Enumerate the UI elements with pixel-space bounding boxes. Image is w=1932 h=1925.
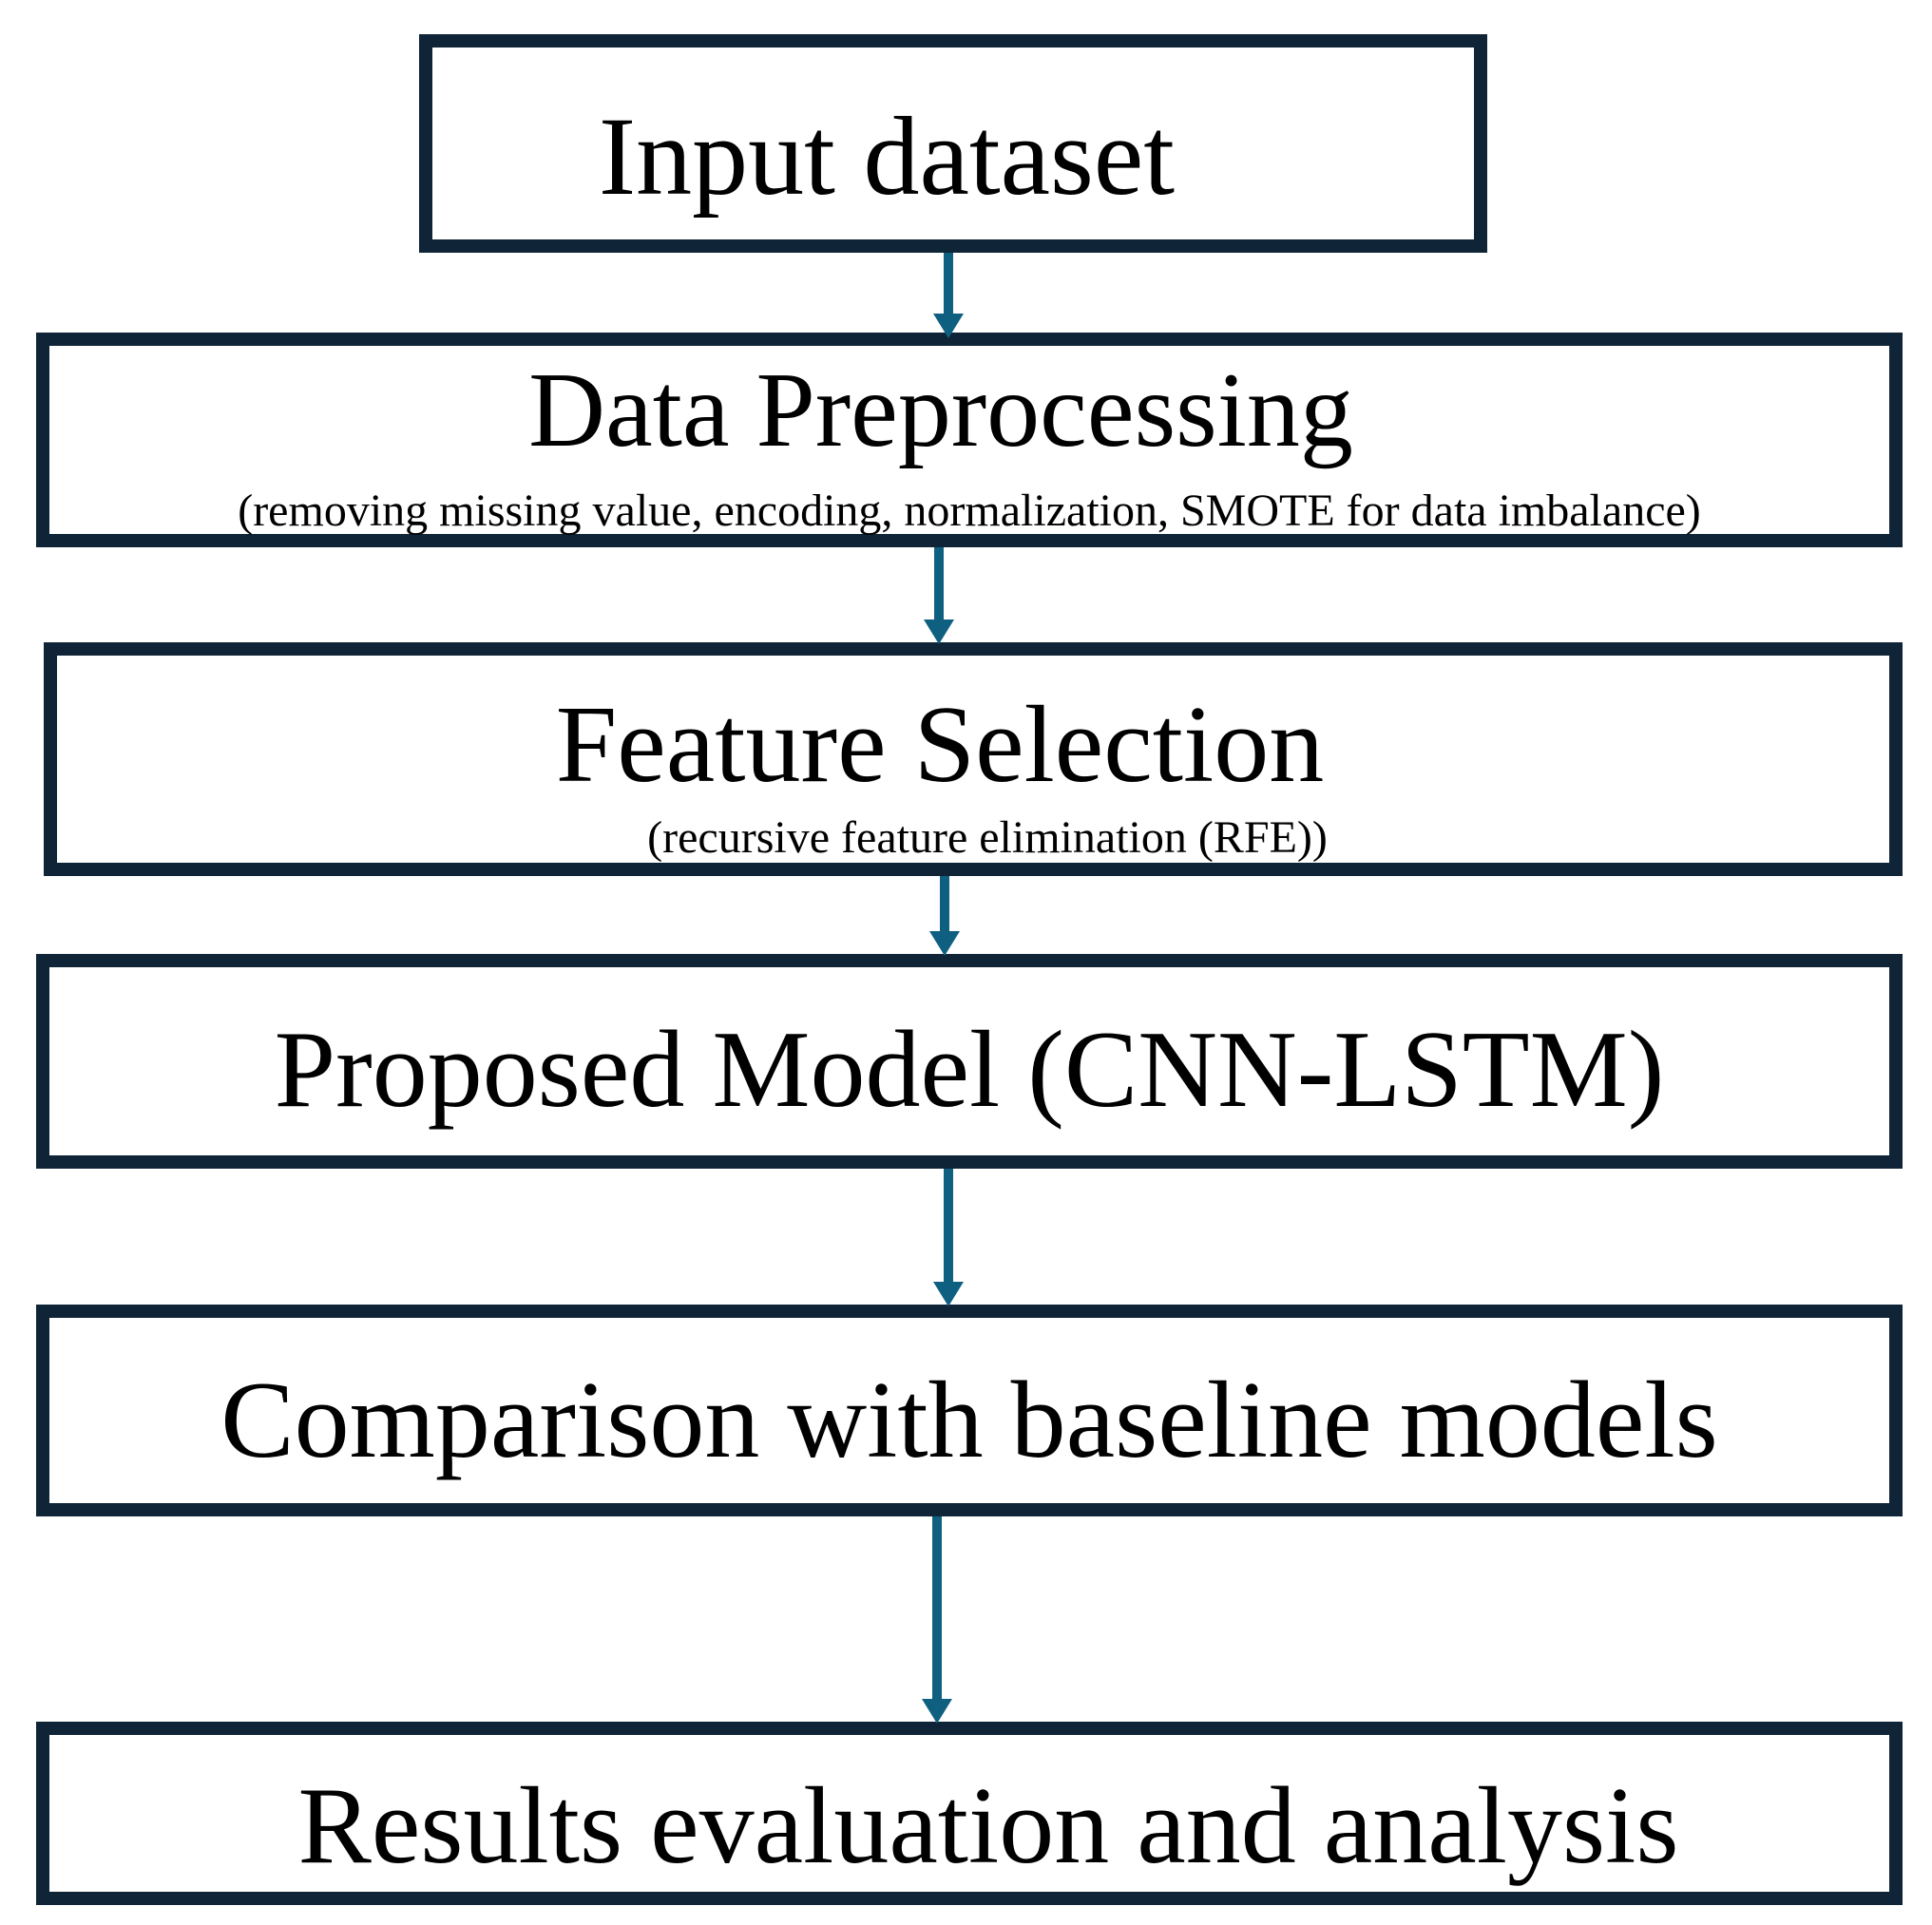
step-title: Data Preprocessing (528, 352, 1353, 469)
step-title: Proposed Model (CNN-LSTM) (274, 1009, 1665, 1131)
arrow-2 (924, 547, 954, 644)
arrow-1 (933, 253, 964, 338)
step-subtitle: (removing missing value, encoding, norma… (238, 486, 1701, 536)
step-comparison-baseline: Comparison with baseline models (36, 1305, 1903, 1516)
arrow-4 (933, 1169, 964, 1306)
step-title: Feature Selection (555, 684, 1325, 806)
step-title: Input dataset (598, 94, 1176, 219)
step-results-evaluation: Results evaluation and analysis (36, 1722, 1903, 1905)
step-input-dataset: Input dataset (419, 34, 1487, 253)
step-title: Results evaluation and analysis (297, 1765, 1679, 1887)
step-subtitle: (recursive feature elimination (RFE)) (647, 812, 1328, 863)
arrow-3 (929, 876, 960, 956)
step-proposed-model: Proposed Model (CNN-LSTM) (36, 954, 1903, 1169)
arrow-5 (922, 1516, 952, 1724)
step-title: Comparison with baseline models (220, 1360, 1718, 1481)
step-data-preprocessing: Data Preprocessing (removing missing val… (36, 333, 1903, 547)
step-feature-selection: Feature Selection (recursive feature eli… (44, 642, 1903, 876)
